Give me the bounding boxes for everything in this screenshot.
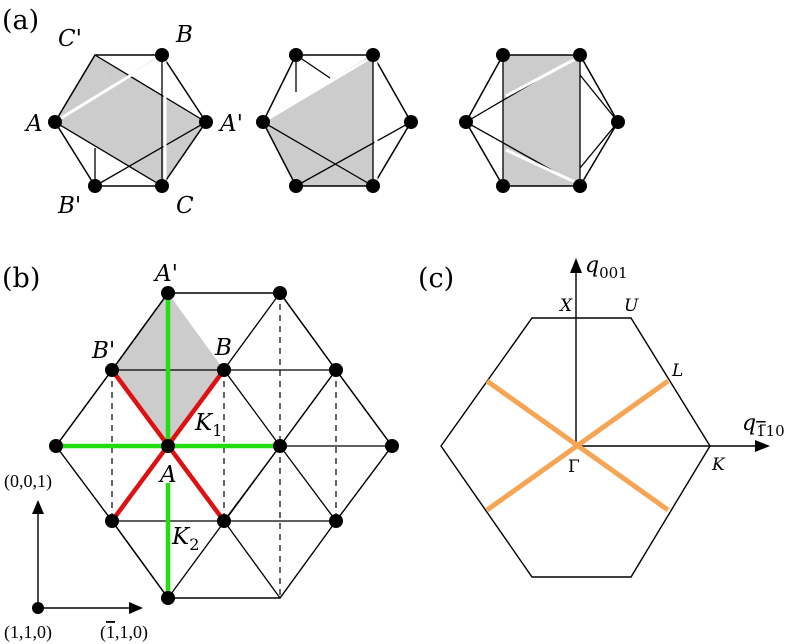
axis-up-arrowhead	[32, 500, 44, 514]
axis-origin-dot	[32, 602, 44, 614]
hex2-vertices	[256, 48, 418, 193]
label-B: B	[175, 22, 193, 48]
axis-label-001: (0,0,1)	[4, 471, 52, 492]
axis-q001: q001	[585, 253, 628, 282]
panel-a-hexagon-2	[256, 48, 418, 193]
panel-a-hexagon-3	[459, 48, 625, 193]
axis-label-110-origin: (1,1,0)	[4, 622, 52, 643]
point-L: L	[671, 361, 683, 381]
panel-b-label: (b)	[2, 263, 40, 294]
panel-b-axes	[37, 508, 135, 609]
vertex-C	[155, 179, 169, 193]
hex1-shaded-triangle	[95, 55, 206, 186]
label-C: C	[176, 193, 194, 219]
point-U: U	[624, 296, 639, 316]
lattice-points	[49, 286, 399, 605]
point-Gamma: Γ	[568, 457, 580, 477]
axis-q-bar110: q110	[742, 411, 785, 440]
orange-lines	[485, 378, 670, 513]
bond-label-K1: K1	[194, 410, 222, 440]
point-X: X	[558, 296, 573, 316]
vertex-A	[48, 115, 62, 129]
vertex-A-prime	[199, 115, 213, 129]
axis-right-arrowhead	[129, 602, 143, 614]
vertex-B-prime	[88, 179, 102, 193]
label-b-A: A	[158, 462, 177, 488]
brillouin-zone: q001 q110 X U L K Γ	[440, 253, 785, 578]
qz-arrowhead	[570, 258, 582, 273]
hex2-shaded-triangle	[263, 55, 373, 186]
label-A-prime: A'	[218, 111, 243, 137]
label-b-B: B	[214, 335, 232, 361]
panel-c-label: (c)	[418, 263, 454, 294]
panel-b-lattice: A' B' B A K1 K2	[49, 261, 399, 605]
label-B-prime: B'	[57, 193, 81, 219]
label-C-prime: C'	[58, 26, 82, 52]
panel-a-hexagon-1: C' B A A' B' C	[24, 22, 243, 219]
vertex-B	[155, 48, 169, 62]
qx-arrowhead	[755, 440, 770, 452]
hex1-vertices	[48, 48, 213, 193]
hex3-vertices	[459, 48, 625, 193]
bond-label-K2: K2	[171, 524, 199, 554]
axis-label-bar110: (1,1,0)	[100, 622, 148, 643]
label-b-B-prime: B'	[91, 338, 115, 364]
label-b-A-prime: A'	[153, 261, 178, 287]
bz-hexagon	[440, 317, 711, 578]
label-A: A	[24, 111, 43, 137]
hex1-shaded-triangle-2	[55, 55, 162, 186]
point-K: K	[711, 455, 726, 475]
panel-a-label: (a)	[2, 5, 39, 36]
